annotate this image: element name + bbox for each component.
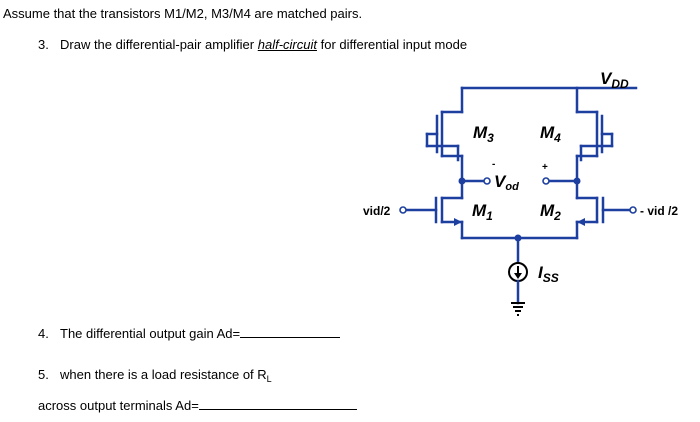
m2-label: M2: [540, 201, 561, 223]
question-4: 4. The differential output gain Ad=: [38, 326, 341, 341]
right-input-terminal[interactable]: [629, 206, 637, 214]
m4-label: M4: [540, 123, 561, 145]
right-output-terminal: [542, 177, 550, 185]
left-input-label: vid/2: [363, 204, 391, 218]
transistor-m2: [575, 196, 632, 226]
vod-plus-label: +: [542, 162, 548, 173]
vod-label: Vod: [494, 172, 519, 193]
question-3-text-end: for differential input mode: [316, 37, 468, 52]
question-5-text: when there is a load resistance of R: [60, 367, 267, 382]
transistor-m4: [575, 110, 614, 162]
right-input-label: - vid /2: [640, 204, 678, 218]
vod-minus-label: -: [492, 159, 495, 170]
question-3: 3. Draw the differential-pair amplifier h…: [38, 37, 467, 52]
current-source-iss: [508, 262, 528, 282]
transistor-m3: [425, 110, 464, 162]
question-3-number: 3.: [38, 37, 49, 52]
m3-label: M3: [473, 123, 494, 145]
question-5-number: 5.: [38, 367, 49, 382]
question-3-text: Draw the differential-pair amplifier: [60, 37, 258, 52]
iss-label: ISS: [538, 263, 559, 285]
m1-label: M1: [472, 201, 493, 223]
vdd-label: VDD: [600, 69, 629, 91]
intro-text: Assume that the transistors M1/M2, M3/M4…: [3, 6, 363, 21]
half-circuit-emphasis: half-circuit: [257, 37, 317, 52]
answer-blank-5[interactable]: [198, 409, 357, 410]
transistor-m1: [404, 196, 464, 226]
question-4-number: 4.: [38, 326, 49, 341]
question-4-text: The differential output gain Ad=: [60, 326, 241, 341]
answer-blank-4[interactable]: [240, 337, 341, 338]
question-5-subscript: L: [266, 374, 272, 384]
question-5-text-2: across output terminals Ad=: [38, 398, 199, 413]
left-input-terminal[interactable]: [399, 206, 407, 214]
question-5-line-2: across output terminals Ad=: [38, 398, 357, 413]
question-5: 5. when there is a load resistance of RL: [38, 367, 272, 384]
left-output-terminal: [483, 177, 491, 185]
ground-symbol: [511, 302, 525, 316]
